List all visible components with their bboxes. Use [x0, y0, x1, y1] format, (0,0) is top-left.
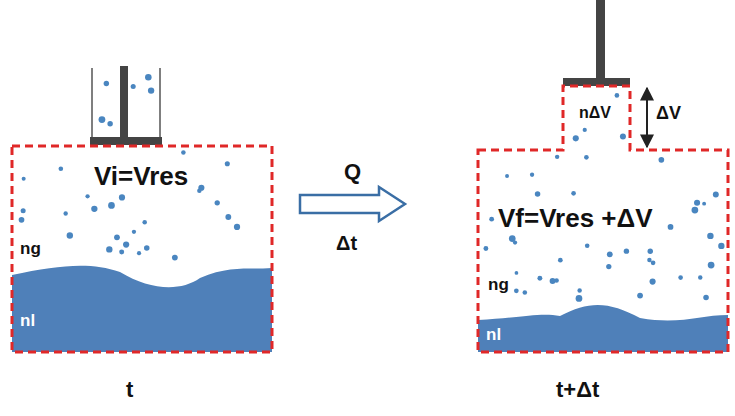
volume-label: Vi=Vres [94, 162, 188, 191]
gas-molecule [99, 116, 106, 123]
gas-molecule [172, 255, 178, 261]
gas-molecule [535, 191, 540, 196]
volume-label: Vf=Vres +ΔV [498, 204, 653, 233]
heat-label: Q [344, 160, 361, 184]
gas-molecule [108, 202, 115, 209]
dimension-arrow [646, 88, 648, 147]
time-step-label: Δt [336, 232, 357, 254]
piston-rod [120, 66, 128, 140]
gas-molecule [659, 157, 665, 163]
gas-molecule [119, 194, 125, 200]
control-volume [12, 146, 272, 352]
gas-molecule [19, 217, 25, 223]
gas-molecule [558, 258, 563, 263]
gas-molecule [523, 290, 528, 295]
gas-molecule [148, 87, 154, 93]
gas-molecule [104, 81, 109, 86]
dimension-label: ΔV [656, 104, 681, 124]
gas-molecule [624, 248, 629, 253]
gas-molecule [573, 135, 579, 141]
gas-molecule [123, 241, 129, 247]
gas-molecule [234, 224, 240, 230]
liquid [478, 305, 728, 352]
gas-molecule [142, 220, 147, 225]
gas-molecule [668, 224, 674, 230]
gas-molecule [571, 191, 576, 196]
gas-molecule [648, 249, 653, 254]
gas-molecule [505, 174, 509, 178]
gas-molecule [718, 243, 724, 249]
gas-molecule [678, 275, 683, 280]
gas-molecule [708, 262, 715, 269]
gas-molecule [550, 278, 556, 284]
cylinder-wall [159, 68, 161, 146]
piston-rod [596, 0, 605, 84]
mole-label: ng [20, 240, 41, 259]
gas-molecule [59, 166, 64, 171]
gas-molecule [576, 295, 583, 302]
gas-molecule [650, 279, 656, 285]
control-volume-region: Vf=Vres +ΔV ng nl [478, 150, 728, 352]
mole-label: nl [20, 312, 35, 331]
gas-molecule [225, 214, 231, 220]
gas-molecule [489, 217, 494, 222]
gas-molecule [22, 177, 26, 181]
process-arrow [300, 187, 405, 221]
gas-molecule [515, 271, 519, 275]
gas-molecule [637, 293, 643, 299]
gas-molecule [483, 246, 488, 251]
gas-molecule [509, 235, 516, 242]
gas-molecule [537, 276, 542, 281]
mole-label: nl [486, 326, 501, 345]
gas-molecule [577, 288, 581, 292]
gas-molecule [530, 173, 534, 177]
gas-molecule [181, 150, 186, 155]
liquid [12, 266, 272, 352]
gas-molecule [107, 121, 112, 126]
gas-molecule [85, 194, 89, 198]
gas-molecule [514, 289, 519, 294]
gas-molecule [63, 211, 67, 215]
time-label: t [126, 378, 133, 402]
gas-molecule [651, 260, 656, 265]
gas-molecule [225, 161, 230, 166]
time-label: t+Δt [556, 378, 599, 402]
gas-molecule [145, 74, 152, 81]
gas-molecule [114, 234, 120, 240]
gas-molecule [137, 251, 141, 255]
gas-molecule [584, 155, 589, 160]
gas-molecule [713, 192, 719, 198]
gas-molecule [119, 250, 124, 255]
gas-molecule [555, 155, 559, 159]
gas-molecule [585, 243, 590, 248]
gas-molecule [583, 128, 587, 132]
piston-plate [90, 137, 162, 145]
gas-molecule [647, 258, 651, 262]
gas-molecule [106, 246, 112, 252]
control-volume [478, 86, 728, 352]
gas-molecule [67, 232, 73, 238]
gas-molecule [91, 206, 97, 212]
gas-molecule [131, 84, 136, 89]
gas-molecule [615, 93, 620, 98]
volume-label: nΔV [579, 104, 611, 122]
gas-molecule [694, 200, 700, 206]
control-volume-region: Vi=Vres ng nl [12, 146, 272, 352]
gas-molecule [698, 275, 702, 279]
control-volume-region: nΔV [563, 86, 630, 150]
gas-molecule [703, 295, 709, 301]
gas-molecule [702, 202, 706, 206]
cylinder-wall [91, 68, 93, 146]
gas-molecule [607, 251, 613, 257]
gas-molecule [21, 208, 26, 213]
gas-molecule [197, 189, 201, 193]
gas-molecule [707, 233, 713, 239]
gas-molecule [620, 133, 626, 139]
gas-molecule [144, 245, 150, 251]
gas-molecule [132, 230, 136, 234]
mole-label: ng [488, 276, 509, 295]
gas-molecule [692, 207, 699, 214]
gas-molecule [215, 200, 220, 205]
gas-molecule [606, 264, 611, 269]
